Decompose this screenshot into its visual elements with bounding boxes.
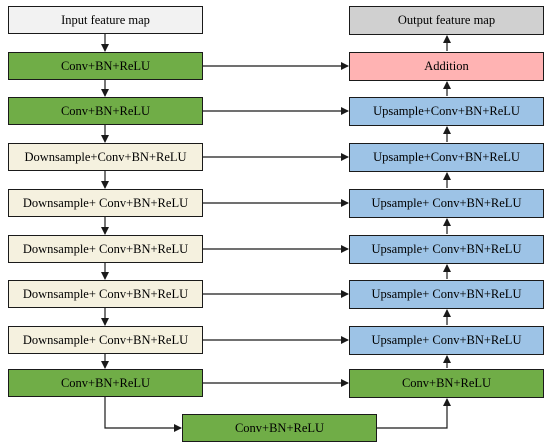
encoder-conv-block-2: Conv+BN+ReLU [8, 97, 203, 125]
arrow-l8-to-bottom [104, 397, 182, 432]
decoder-conv-block-label: Conv+BN+ReLU [401, 376, 492, 390]
encoder-downsample-block-4: Downsample+ Conv+BN+ReLU [8, 280, 203, 308]
arrow-bottom-to-r8 [377, 398, 451, 429]
encoder-conv-block-1-label: Conv+BN+ReLU [60, 58, 151, 73]
decoder-upsample-block-3-label: Upsample+ Conv+BN+ReLU [371, 196, 522, 210]
encoder-downsample-block-3-label: Downsample+ Conv+BN+ReLU [22, 241, 189, 256]
input-feature-map-label: Input feature map [61, 12, 150, 27]
decoder-upsample-block-4-label: Upsample+ Conv+BN+ReLU [371, 242, 522, 256]
decoder-upsample-block-1: Upsample+Conv+BN+ReLU [349, 97, 544, 126]
encoder-conv-block-3-label: Conv+BN+ReLU [60, 375, 151, 390]
decoder-upsample-block-6-label: Upsample+ Conv+BN+ReLU [371, 333, 522, 347]
bottleneck-conv-block-label: Conv+BN+ReLU [234, 420, 325, 435]
decoder-upsample-block-3: Upsample+ Conv+BN+ReLU [349, 189, 544, 218]
encoder-conv-block-1: Conv+BN+ReLU [8, 52, 203, 80]
decoder-upsample-block-4: Upsample+ Conv+BN+ReLU [349, 235, 544, 264]
decoder-upsample-block-5: Upsample+ Conv+BN+ReLU [349, 280, 544, 309]
encoder-downsample-block-2-label: Downsample+ Conv+BN+ReLU [22, 195, 189, 210]
decoder-upsample-block-2-label: Upsample+Conv+BN+ReLU [373, 150, 520, 164]
encoder-downsample-block-5-label: Downsample+ Conv+BN+ReLU [22, 332, 189, 347]
addition-block-label: Addition [424, 59, 469, 73]
input-feature-map-box: Input feature map [8, 6, 203, 34]
addition-block: Addition [349, 52, 544, 81]
encoder-conv-block-2-label: Conv+BN+ReLU [60, 103, 151, 118]
output-feature-map-label: Output feature map [397, 13, 496, 27]
bottleneck-conv-block: Conv+BN+ReLU [182, 414, 377, 442]
encoder-downsample-block-3: Downsample+ Conv+BN+ReLU [8, 235, 203, 263]
decoder-upsample-block-2: Upsample+Conv+BN+ReLU [349, 143, 544, 172]
decoder-upsample-block-5-label: Upsample+ Conv+BN+ReLU [371, 287, 522, 301]
encoder-downsample-block-1: Downsample+Conv+BN+ReLU [8, 143, 203, 171]
encoder-downsample-block-5: Downsample+ Conv+BN+ReLU [8, 326, 203, 354]
encoder-conv-block-3: Conv+BN+ReLU [8, 369, 203, 397]
decoder-conv-block: Conv+BN+ReLU [349, 369, 544, 398]
encoder-downsample-block-2: Downsample+ Conv+BN+ReLU [8, 189, 203, 217]
encoder-downsample-block-1-label: Downsample+Conv+BN+ReLU [24, 149, 187, 164]
decoder-upsample-block-6: Upsample+ Conv+BN+ReLU [349, 326, 544, 355]
output-feature-map-box: Output feature map [349, 6, 544, 35]
encoder-downsample-block-4-label: Downsample+ Conv+BN+ReLU [22, 286, 189, 301]
decoder-upsample-block-1-label: Upsample+Conv+BN+ReLU [373, 104, 520, 118]
